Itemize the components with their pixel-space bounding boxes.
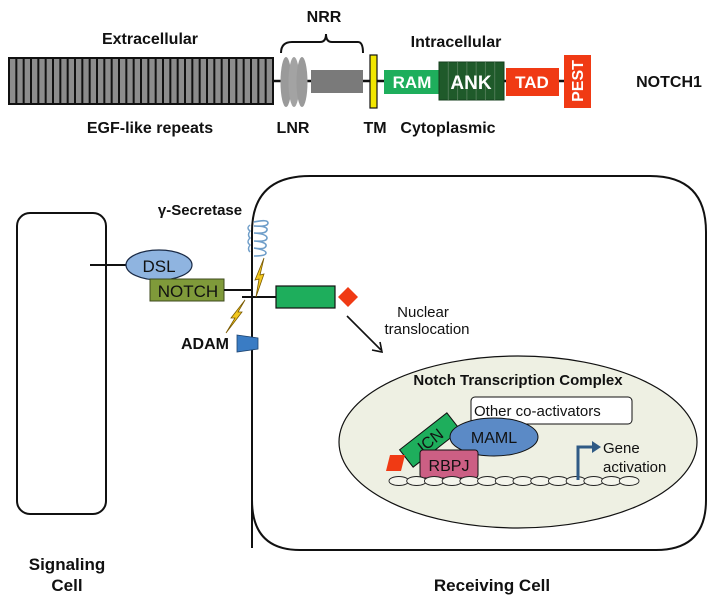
gamma-secretase-loops <box>247 224 251 253</box>
gamma-secretase-label: γ-Secretase <box>158 202 242 219</box>
hd-domain <box>311 70 363 93</box>
lnr-label: LNR <box>277 120 310 137</box>
signaling-cell-label-line1: Signaling <box>29 555 106 574</box>
icn-tail-in-complex <box>386 455 405 471</box>
translocation-arrow <box>346 315 382 351</box>
dna-bead <box>530 476 551 486</box>
dna-bead <box>406 476 427 486</box>
gene-arrowhead-icon <box>592 441 601 453</box>
pest-domain <box>564 55 591 108</box>
gene-activation-arrow <box>576 445 594 480</box>
lnr-domain <box>280 57 308 107</box>
dna-bead <box>441 476 463 486</box>
egf-repeats-label: EGF-like repeats <box>87 120 213 137</box>
dna-bead <box>459 476 481 486</box>
adam-protease-icon <box>236 334 259 353</box>
dsl-label: DSL <box>142 257 175 276</box>
dna-bead <box>494 476 516 486</box>
notch-signaling-pathway: DSL NOTCH γ-Secretase ADAM Nuclear trans… <box>16 175 707 595</box>
dna-bead <box>388 476 410 486</box>
ram-label: RAM <box>393 73 432 92</box>
signaling-cell-label-line2: Cell <box>51 576 82 595</box>
dna-bead <box>618 476 640 486</box>
notch1-domain-structure: Extracellular EGF-like repeats NRR LNR T… <box>8 9 702 137</box>
dna-bead <box>423 476 445 486</box>
nrr-bracket <box>280 33 364 54</box>
translocation-label: translocation <box>384 321 469 338</box>
dna-bead <box>512 476 534 486</box>
coactivators-box <box>470 396 633 425</box>
icn-fragment <box>275 285 336 309</box>
egf-repeat-stripes <box>15 58 267 104</box>
notch1-label: NOTCH1 <box>636 74 702 91</box>
dna-bead <box>547 476 569 486</box>
signaling-cell <box>16 212 107 515</box>
coactivators-label: Other co-activators <box>474 403 601 420</box>
ank-label: ANK <box>450 73 491 94</box>
maml-label: MAML <box>471 430 517 447</box>
translocation-arrowhead-icon <box>371 341 384 354</box>
dna-bead <box>583 476 605 486</box>
activation-label: activation <box>603 459 666 476</box>
nrr-label: NRR <box>307 9 342 26</box>
extracellular-label: Extracellular <box>102 31 198 48</box>
icn-fragment-tail <box>338 287 358 307</box>
secretase-cleavage-icon <box>254 257 265 298</box>
gene-label: Gene <box>603 440 640 457</box>
dna-bead <box>477 476 498 486</box>
ank-domain <box>438 61 505 101</box>
tm-label: TM <box>363 120 386 137</box>
tad-domain <box>506 68 559 96</box>
nuclear-label: Nuclear <box>397 304 449 321</box>
intracellular-label: Intracellular <box>411 34 502 51</box>
receiving-cell-label: Receiving Cell <box>434 576 550 595</box>
tad-label: TAD <box>515 73 549 92</box>
ank-repeat-stripes <box>447 62 496 100</box>
cytoplasmic-label: Cytoplasmic <box>400 120 495 137</box>
dna-bead <box>601 476 622 486</box>
rbpj-label: RBPJ <box>429 458 470 475</box>
dna-bead <box>565 476 587 486</box>
adam-label: ADAM <box>181 336 229 353</box>
ram-domain <box>384 70 440 94</box>
pest-label: PEST <box>570 60 587 102</box>
adam-cleavage-icon <box>225 299 246 334</box>
complex-title: Notch Transcription Complex <box>413 372 623 389</box>
dna-strand <box>388 476 640 486</box>
tm-domain <box>369 54 378 109</box>
maml <box>449 417 539 457</box>
gamma-secretase-icon <box>253 219 269 257</box>
notch-label: NOTCH <box>158 282 218 301</box>
